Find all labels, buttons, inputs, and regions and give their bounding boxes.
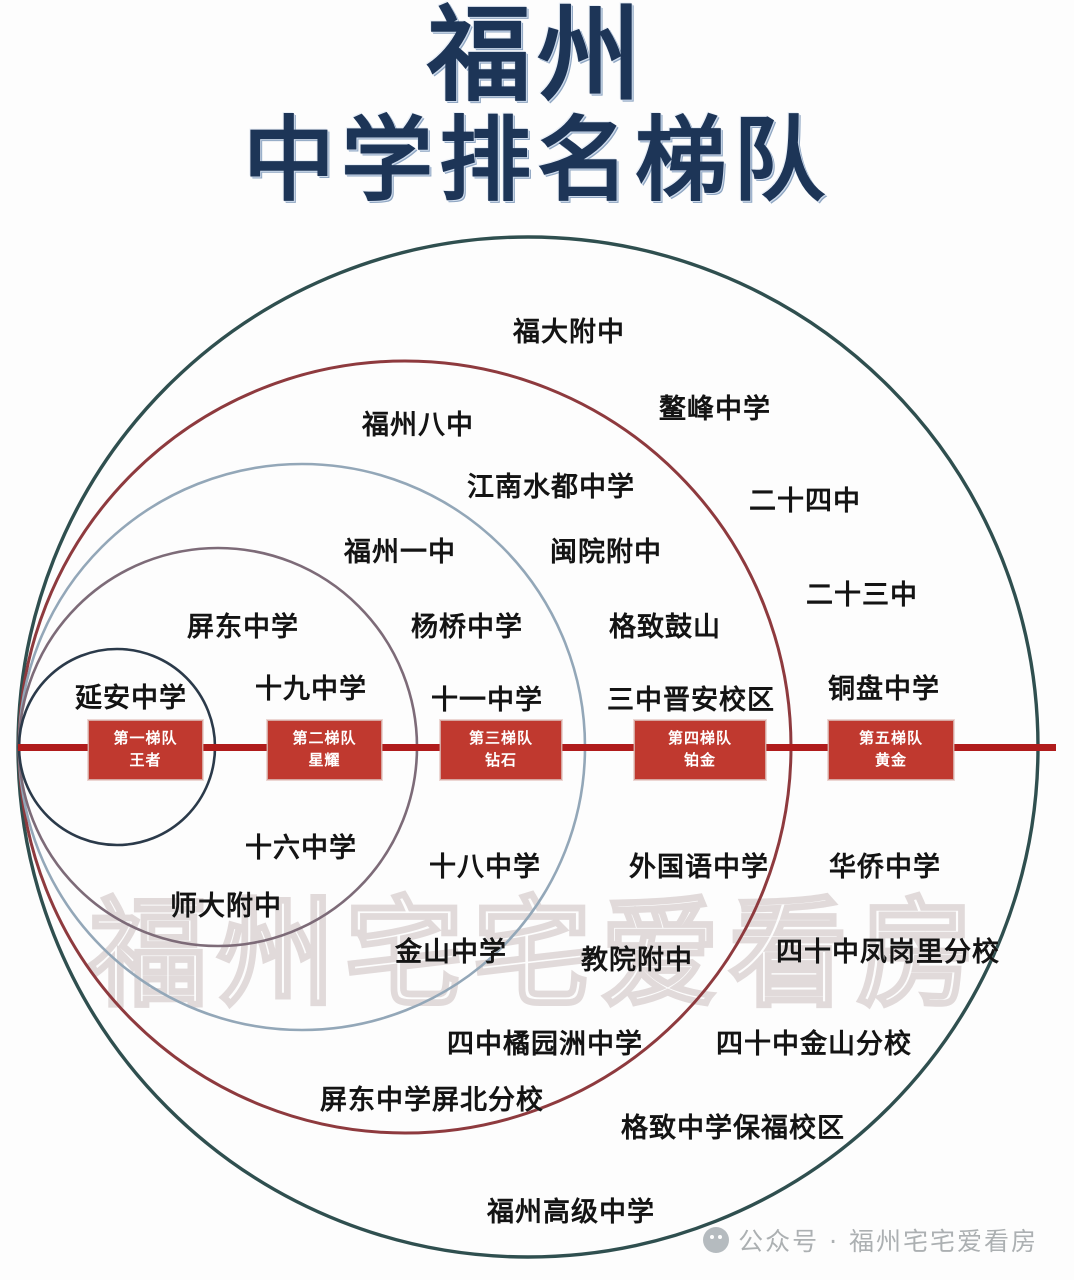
school-label[interactable]: 闽院附中 [550, 537, 662, 568]
school-label[interactable]: 福州高级中学 [487, 1197, 655, 1228]
school-label[interactable]: 江南水都中学 [467, 472, 635, 503]
tier-badge-3[interactable]: 第三梯队钻石 [440, 720, 562, 780]
school-label[interactable]: 福大附中 [513, 317, 625, 348]
school-label[interactable]: 格致中学保福校区 [621, 1113, 845, 1144]
wechat-icon [703, 1227, 730, 1253]
tier-name-label: 钻石 [484, 751, 517, 769]
footer-credit: 公众号 · 福州宅宅爱看房 [703, 1222, 1038, 1258]
tier-name-label: 铂金 [683, 751, 716, 769]
school-label[interactable]: 杨桥中学 [411, 612, 523, 643]
tier-badge-2[interactable]: 第二梯队星耀 [267, 720, 382, 780]
school-label[interactable]: 十八中学 [429, 852, 541, 883]
tier-name-label: 星耀 [308, 751, 341, 769]
school-label[interactable]: 延安中学 [75, 683, 187, 714]
school-label[interactable]: 师大附中 [170, 891, 282, 922]
school-label[interactable]: 铜盘中学 [828, 674, 940, 705]
school-label[interactable]: 屏东中学 [187, 612, 299, 643]
tier-rank-label: 第五梯队 [858, 729, 923, 748]
school-label[interactable]: 二十三中 [806, 580, 918, 611]
tier-rank-label: 第一梯队 [113, 729, 178, 748]
tier-badge-1[interactable]: 第一梯队王者 [88, 720, 203, 780]
school-label[interactable]: 福州八中 [362, 410, 474, 441]
school-label[interactable]: 二十四中 [749, 486, 861, 517]
school-label[interactable]: 十六中学 [245, 833, 357, 864]
school-label[interactable]: 格致鼓山 [609, 612, 721, 643]
tier-name-label: 黄金 [874, 751, 907, 769]
footer-credit-text: 公众号 · 福州宅宅爱看房 [738, 1227, 1038, 1256]
school-label[interactable]: 教院附中 [581, 945, 693, 976]
tier-badge-5[interactable]: 第五梯队黄金 [828, 720, 954, 780]
school-label[interactable]: 十九中学 [255, 674, 367, 705]
title-line-primary: 福州 [0, 0, 1074, 108]
tier-rank-label: 第三梯队 [468, 729, 533, 748]
school-label[interactable]: 四十中凤岗里分校 [776, 937, 1000, 968]
school-label[interactable]: 四十中金山分校 [716, 1029, 912, 1060]
tier-rank-label: 第四梯队 [667, 729, 732, 748]
school-label[interactable]: 华侨中学 [829, 852, 941, 883]
school-label[interactable]: 屏东中学屏北分校 [320, 1085, 544, 1116]
school-label[interactable]: 十一中学 [431, 685, 543, 716]
school-label[interactable]: 四中橘园洲中学 [447, 1029, 643, 1060]
school-label[interactable]: 鳌峰中学 [659, 394, 771, 425]
school-label[interactable]: 外国语中学 [629, 852, 769, 883]
school-label[interactable]: 三中晋安校区 [607, 685, 775, 716]
title-line-secondary: 中学排名梯队 [0, 108, 1074, 208]
page-title: 福州 中学排名梯队 [0, 0, 1074, 208]
school-label[interactable]: 福州一中 [344, 537, 456, 568]
tier-name-label: 王者 [129, 751, 162, 769]
school-label[interactable]: 金山中学 [395, 937, 507, 968]
tier-badge-4[interactable]: 第四梯队铂金 [634, 720, 766, 780]
tier-rank-label: 第二梯队 [292, 729, 357, 748]
